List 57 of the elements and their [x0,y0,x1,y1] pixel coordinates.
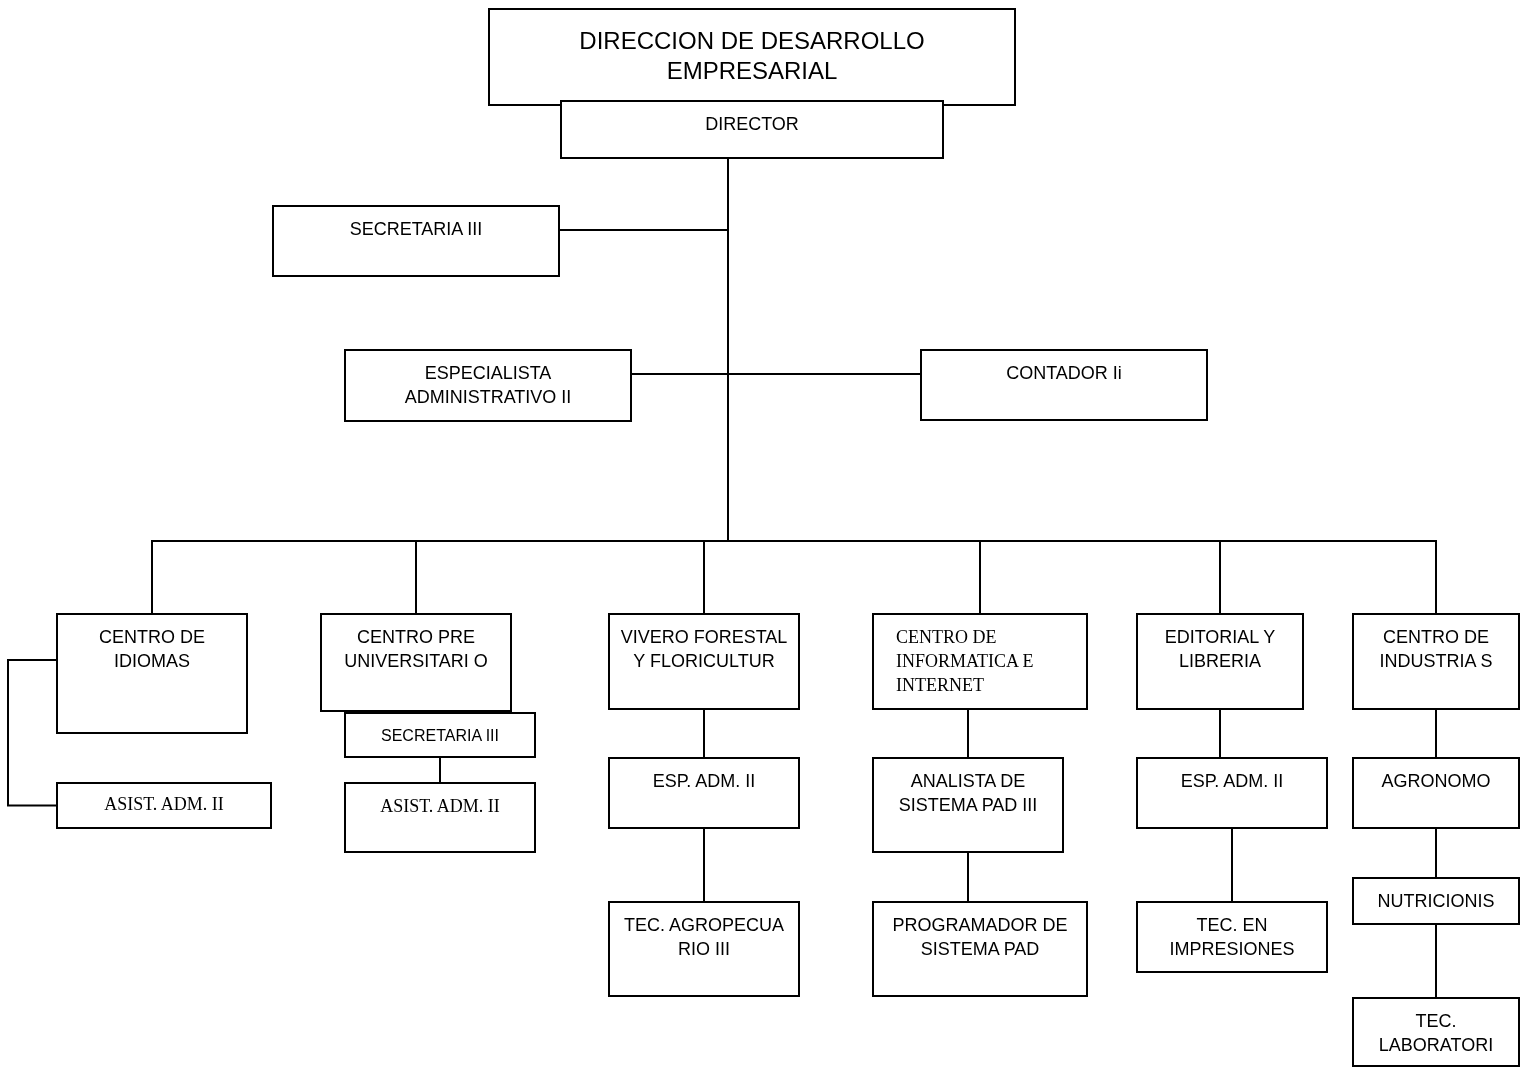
position-box [608,757,800,829]
position-box [344,349,632,422]
connector-line [439,757,441,783]
connector-line [1435,709,1437,758]
position-box [1352,757,1520,829]
position-label: EDITORIAL Y LIBRERIA [1163,626,1277,673]
position-box [872,757,1064,853]
position-box [344,782,536,853]
position-label: ANALISTA DE SISTEMA PAD III [897,770,1039,817]
position-label: CENTRO DE INFORMATICA E INTERNET [896,626,1035,697]
position-box [608,901,800,997]
position-label: ASIST. ADM. II [104,793,224,816]
position-box [488,8,1016,106]
position-label: AGRONOMO [1381,770,1491,793]
position-box [872,613,1088,710]
connector-line [1435,828,1437,878]
connector-line [703,709,705,758]
connector-line [967,709,969,758]
position-label: DIRECTOR [705,113,799,136]
position-box [1136,901,1328,973]
connector-line [1231,828,1233,902]
position-box [1352,877,1520,925]
position-label: CENTRO PRE UNIVERSITARI O [343,626,489,673]
position-label: ESP. ADM. II [1180,770,1284,793]
position-box [560,100,944,159]
connector-line [703,828,705,902]
position-box [320,613,512,712]
position-box [1136,757,1328,829]
position-label: SECRETARIA III [349,218,483,241]
position-label: CONTADOR Ii [1006,362,1122,385]
position-label: PROGRAMADOR DE SISTEMA PAD [891,914,1069,961]
connector-line [7,659,57,807]
position-label: TEC. EN IMPRESIONES [1168,914,1296,961]
position-label: SECRETARIA III [381,726,499,746]
position-label: VIVERO FORESTAL Y FLORICULTUR [619,626,789,673]
position-box [344,712,536,758]
position-box [920,349,1208,421]
position-label: ESP. ADM. II [652,770,756,793]
connector-line [967,852,969,902]
connector-line [1435,924,1437,998]
connector-line [1219,709,1221,758]
position-label: NUTRICIONIS [1377,890,1495,913]
position-label: ESPECIALISTA ADMINISTRATIVO II [403,362,573,409]
position-label: CENTRO DE INDUSTRIA S [1378,626,1494,673]
position-label: DIRECCION DE DESARROLLO EMPRESARIAL [578,26,926,86]
position-box [56,782,272,829]
position-label: TEC. LABORATORI [1377,1010,1495,1057]
position-box [608,613,800,710]
position-box [56,613,248,734]
position-box [1136,613,1304,710]
position-box [1352,613,1520,710]
position-label: ASIST. ADM. II [380,795,500,818]
position-label: TEC. AGROPECUA RIO III [623,914,785,961]
position-box [272,205,560,277]
position-label: CENTRO DE IDIOMAS [98,626,206,673]
position-box [872,901,1088,997]
position-box [1352,997,1520,1067]
